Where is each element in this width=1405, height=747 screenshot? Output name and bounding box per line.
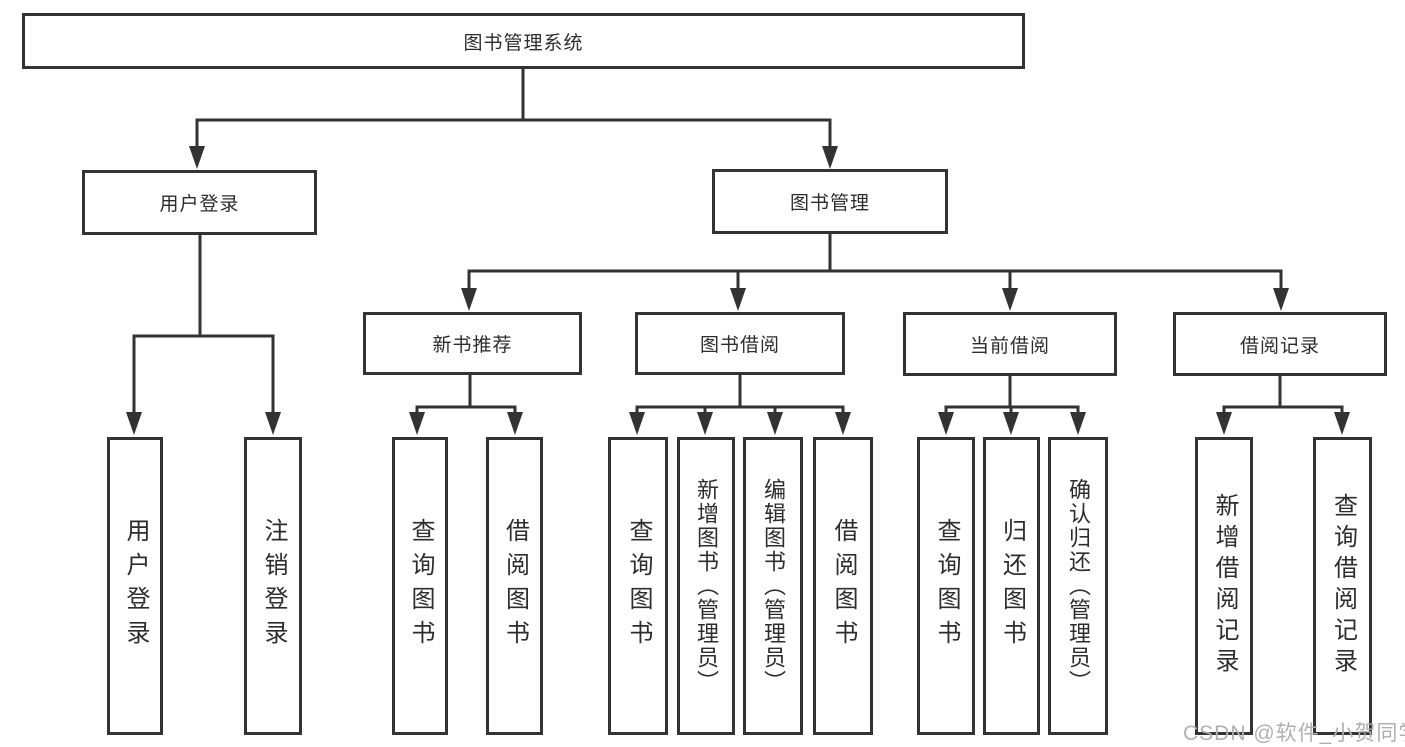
connector-line [195,118,832,150]
arrow-down-icon [629,412,645,435]
node-current-borrowing: 当前借阅 [903,312,1117,376]
node-query-borrow-record: 查询借阅记录 [1313,437,1372,735]
connector-line [415,405,517,416]
arrow-down-icon [409,412,425,435]
arrow-down-icon [126,412,142,435]
arrow-down-icon [938,412,954,435]
arrow-down-icon [265,412,281,435]
arrow-down-icon [1216,412,1232,435]
node-add-borrow-record: 新增借阅记录 [1195,437,1253,735]
node-confirm-return-admin: 确认归还（管理员） [1048,437,1108,735]
connector-line [467,269,1283,292]
node-new-book-recommendation: 新书推荐 [363,312,582,375]
node-book-borrowing: 图书借阅 [635,312,845,375]
arrow-down-icon [1003,412,1019,435]
connector-line [132,334,275,415]
arrow-down-icon [1334,412,1350,435]
connector-line [1222,405,1344,416]
node-root: 图书管理系统 [22,13,1025,69]
node-edit-book-admin: 编辑图书（管理员） [743,437,803,735]
node-borrow-books-borrowing: 借阅图书 [813,437,873,735]
watermark: CSDN @软件_小贺同学 [1183,722,1405,745]
node-query-books-current: 查询图书 [917,437,975,735]
arrow-down-icon [507,412,523,435]
arrow-down-icon [697,412,713,435]
arrow-down-icon [1002,288,1018,311]
arrow-down-icon [730,288,746,311]
arrow-down-icon [767,412,783,435]
node-user-login-leaf: 用户登录 [107,437,163,735]
node-borrow-books-recommend: 借阅图书 [486,437,543,735]
arrow-down-icon [461,288,477,311]
node-book-management: 图书管理 [712,169,948,234]
node-query-books-recommend: 查询图书 [392,437,448,735]
arrow-down-icon [835,412,851,435]
node-user-login: 用户登录 [82,170,317,235]
node-query-books-borrowing: 查询图书 [608,437,668,735]
arrow-down-icon [189,146,205,169]
node-logout: 注销登录 [244,437,302,735]
arrow-down-icon [822,146,838,169]
node-borrowing-records: 借阅记录 [1173,312,1387,376]
node-add-book-admin: 新增图书（管理员） [677,437,735,735]
arrow-down-icon [1273,288,1289,311]
connector-line [635,405,845,416]
arrow-down-icon [1070,412,1086,435]
node-return-books: 归还图书 [983,437,1040,735]
